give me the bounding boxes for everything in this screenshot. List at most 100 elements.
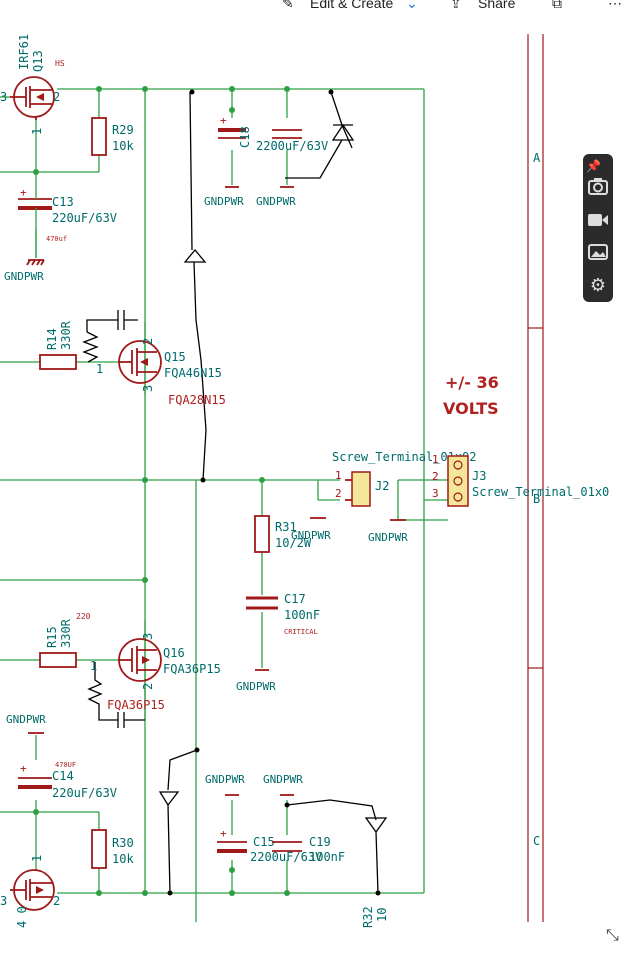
svg-text:GNDPWR: GNDPWR (256, 195, 296, 208)
c13-capacitor: + C13 220uF/63V 470uf (18, 172, 117, 258)
chevron-down-icon[interactable]: ⌄ (406, 0, 418, 11)
r14-resistor: R14 330R (39, 320, 77, 370)
r30-resistor: R30 10k (91, 829, 134, 869)
share-icon[interactable]: ⇪ (450, 0, 462, 11)
svg-text:3: 3 (0, 894, 7, 908)
gndpwr-symbol-c14: GNDPWR (6, 713, 46, 734)
svg-text:GNDPWR: GNDPWR (291, 529, 331, 542)
c17-note: CRITICAL (284, 628, 318, 636)
share-button[interactable]: Share (478, 0, 516, 11)
c15-value: 2200uF/63V (250, 850, 322, 864)
video-icon[interactable] (586, 210, 610, 234)
svg-text:GNDPWR: GNDPWR (204, 195, 244, 208)
zone-b-label: B (533, 492, 540, 506)
q13-pin2: 2 (53, 90, 60, 104)
c18-capacitor: + C18 GNDPWR (204, 114, 252, 208)
gallery-icon[interactable] (586, 242, 610, 266)
c13-ref: C13 (52, 195, 74, 209)
c20-value: 2200uF/63V (256, 139, 328, 153)
q15-value: FQA46N15 (164, 366, 222, 380)
zone-c-label: C (533, 834, 540, 848)
r29-value: 10k (112, 139, 134, 153)
gndpwr-symbol-j2: GNDPWR (291, 517, 331, 542)
bottom-transistor-label: 4 0 (15, 906, 29, 928)
svg-text:1: 1 (30, 855, 44, 862)
svg-text:+: + (20, 762, 27, 775)
r15-note: 220 (76, 612, 91, 621)
r32-ref: R32 (361, 906, 375, 928)
q13-transistor: 3 2 1 IRF61 Q13 HS (0, 34, 65, 135)
app-toolbar: ✎ Edit & Create ⌄ ⇪ Share ⧉ ⋯ (0, 0, 625, 20)
svg-text:GNDPWR: GNDPWR (205, 773, 245, 786)
j3-ref: J3 (472, 469, 486, 483)
pen-icon[interactable]: ✎ (282, 0, 294, 11)
gndpwr-symbol-c19: GNDPWR (263, 773, 303, 796)
voltage-note-line2: VOLTS (443, 399, 499, 418)
q13-pin3: 3 (0, 90, 7, 104)
r15-value: 330R (59, 618, 73, 648)
c14-value: 220uF/63V (52, 786, 117, 800)
bottom-transistor: 3 2 1 4 0 (0, 855, 60, 928)
floating-capture-toolbar: 📌 ⚙ (583, 154, 613, 302)
q13-value: IRF61 (17, 34, 31, 70)
r32-value: 10 (375, 908, 389, 922)
svg-text:3: 3 (432, 487, 439, 500)
hand-drawn-additions (82, 89, 388, 896)
c13-value: 220uF/63V (52, 211, 117, 225)
camera-icon[interactable] (586, 176, 610, 200)
svg-text:GNDPWR: GNDPWR (6, 713, 46, 726)
svg-text:1: 1 (335, 469, 342, 482)
r14-value: 330R (59, 320, 73, 350)
r31-ref: R31 (275, 520, 297, 534)
svg-text:2: 2 (141, 338, 155, 345)
svg-text:1: 1 (90, 659, 97, 673)
svg-text:3: 3 (141, 633, 155, 640)
c17-value: 100nF (284, 608, 320, 622)
svg-text:1: 1 (432, 453, 439, 466)
gndpwr-symbol-c15: GNDPWR (205, 773, 245, 796)
gndpwr-symbol-j3: GNDPWR (368, 519, 408, 544)
q16-note: FQA36P15 (107, 698, 165, 712)
resize-icon[interactable]: ⤡ (606, 925, 619, 944)
q16-transistor: 1 3 2 Q16 FQA36P15 FQA36P15 (90, 633, 221, 712)
pin-icon[interactable]: 📌 (586, 159, 601, 173)
gndpwr-symbol-1: GNDPWR (4, 259, 45, 283)
c14-note: 470UF (55, 761, 76, 769)
svg-text:GNDPWR: GNDPWR (4, 270, 44, 283)
c18-ref: C18 (238, 126, 252, 148)
q16-value: FQA36P15 (163, 662, 221, 676)
r31-resistor: R31 10/2W (254, 515, 312, 553)
c15-capacitor: + C15 2200uF/63V (217, 827, 322, 864)
r15-ref: R15 (45, 626, 59, 648)
c19-ref: C19 (309, 835, 331, 849)
c14-capacitor: + 470UF C14 220uF/63V (18, 761, 117, 800)
c15-ref: C15 (253, 835, 275, 849)
svg-text:+: + (220, 827, 227, 840)
j3-value: Screw_Terminal_01x0 (472, 485, 609, 499)
svg-text:+: + (220, 114, 227, 127)
c19-capacitor: C19 100nF (272, 835, 345, 864)
svg-text:2: 2 (141, 683, 155, 690)
r15-resistor: R15 330R 220 (39, 612, 91, 668)
svg-text:GNDPWR: GNDPWR (236, 680, 276, 693)
j2-ref: J2 (375, 479, 389, 493)
wires (0, 86, 448, 922)
c13-note: 470uf (46, 235, 67, 243)
r29-resistor: R29 10k (91, 117, 134, 156)
q13-note: HS (55, 59, 65, 68)
gear-icon[interactable]: ⚙ (589, 275, 607, 296)
svg-text:GNDPWR: GNDPWR (263, 773, 303, 786)
edit-create-button[interactable]: Edit & Create (310, 0, 394, 11)
q15-ref: Q15 (164, 350, 186, 364)
svg-text:+: + (20, 186, 27, 199)
voltage-note-line1: +/- 36 (445, 373, 499, 392)
r31-value: 10/2W (275, 536, 312, 550)
r30-ref: R30 (112, 836, 134, 850)
svg-text:2: 2 (432, 470, 439, 483)
q15-transistor: 1 2 3 Q15 FQA46N15 FQA28N15 (96, 338, 226, 407)
more-icon[interactable]: ⋯ (608, 0, 622, 11)
j2-value: Screw_Terminal_01x02 (332, 450, 477, 464)
copy-icon[interactable]: ⧉ (552, 0, 562, 11)
c14-ref: C14 (52, 769, 74, 783)
